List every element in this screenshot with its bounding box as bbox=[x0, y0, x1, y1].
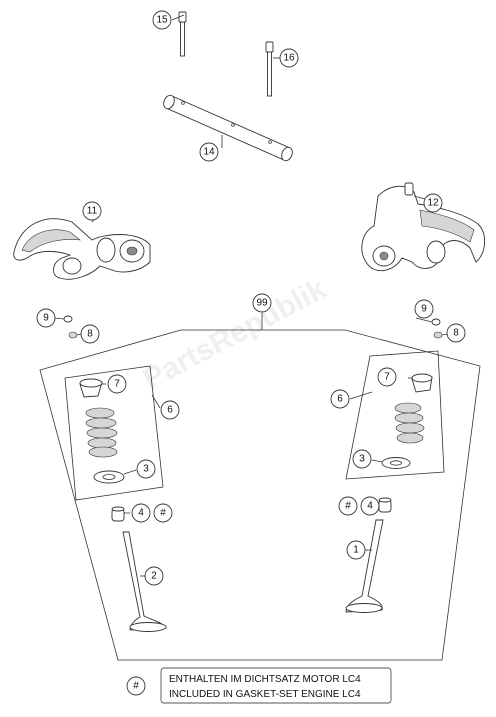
callout-12: 12 bbox=[423, 193, 443, 213]
callout-16: 16 bbox=[279, 48, 299, 68]
valve-group-right-box bbox=[345, 350, 445, 480]
callout-hash-left: # bbox=[153, 503, 173, 523]
svg-text:11: 11 bbox=[87, 206, 98, 217]
callout-hash-right: # bbox=[338, 496, 358, 516]
spring-seat-3-right[interactable] bbox=[371, 457, 411, 469]
valve-1[interactable] bbox=[345, 519, 384, 613]
svg-text:16: 16 bbox=[283, 53, 295, 64]
callout-3-right: 3 bbox=[352, 449, 372, 469]
valve-spring-right[interactable] bbox=[394, 402, 425, 444]
legend: # ENTHALTEN IM DICHTSATZ MOTOR LC4 INCLU… bbox=[126, 667, 392, 704]
valve-group-left-box bbox=[64, 365, 164, 501]
legend-line-1: ENTHALTEN IM DICHTSATZ MOTOR LC4 bbox=[169, 674, 361, 685]
part-8-right[interactable] bbox=[433, 331, 449, 339]
callout-2: 2 bbox=[144, 566, 164, 586]
svg-text:7: 7 bbox=[114, 379, 120, 390]
svg-text:1: 1 bbox=[353, 545, 359, 556]
gasket-set-outline-99 bbox=[39, 313, 481, 661]
callout-14: 14 bbox=[199, 142, 219, 162]
callout-6-left: 6 bbox=[160, 400, 180, 420]
rocker-arm-11[interactable] bbox=[13, 213, 151, 280]
valve-retainer-7-left[interactable] bbox=[79, 378, 106, 398]
svg-text:6: 6 bbox=[167, 405, 173, 416]
rocker-arm-12[interactable] bbox=[361, 182, 485, 272]
callout-4-right: 4 bbox=[360, 496, 380, 516]
svg-text:14: 14 bbox=[203, 147, 215, 158]
svg-text:15: 15 bbox=[156, 15, 168, 26]
callout-1: 1 bbox=[346, 540, 366, 560]
valve-seal-4-left[interactable] bbox=[111, 506, 130, 522]
svg-text:3: 3 bbox=[143, 464, 149, 475]
svg-text:6: 6 bbox=[337, 394, 343, 405]
valve-2[interactable] bbox=[122, 531, 167, 632]
callout-9-left: 9 bbox=[36, 308, 56, 328]
valve-spring-left[interactable] bbox=[85, 407, 118, 458]
callout-9-right: 9 bbox=[414, 299, 434, 319]
bolt-16[interactable] bbox=[265, 41, 280, 97]
part-9-right[interactable] bbox=[415, 317, 441, 326]
callout-7-left: 7 bbox=[107, 374, 127, 394]
svg-text:7: 7 bbox=[384, 372, 390, 383]
svg-text:8: 8 bbox=[87, 329, 93, 340]
svg-text:2: 2 bbox=[151, 571, 157, 582]
part-9-left[interactable] bbox=[53, 315, 73, 323]
rocker-shaft-14[interactable] bbox=[162, 94, 295, 163]
svg-text:9: 9 bbox=[43, 313, 49, 324]
callout-15: 15 bbox=[152, 10, 172, 30]
callout-8-right: 8 bbox=[446, 323, 466, 343]
svg-text:12: 12 bbox=[427, 198, 439, 209]
part-8-left[interactable] bbox=[68, 331, 83, 339]
svg-text:99: 99 bbox=[256, 298, 268, 309]
legend-symbol: # bbox=[133, 681, 139, 692]
legend-symbol-circle bbox=[126, 676, 146, 696]
callout-3-left: 3 bbox=[136, 459, 156, 479]
valve-retainer-7-right[interactable] bbox=[408, 373, 433, 393]
svg-text:9: 9 bbox=[421, 304, 427, 315]
callout-8-left: 8 bbox=[80, 324, 100, 344]
bolt-15[interactable] bbox=[171, 11, 187, 57]
svg-text:#: # bbox=[160, 508, 166, 519]
callout-99: 99 bbox=[252, 293, 272, 313]
svg-text:4: 4 bbox=[138, 508, 144, 519]
legend-line-2: INCLUDED IN GASKET-SET ENGINE LC4 bbox=[169, 689, 361, 700]
svg-text:3: 3 bbox=[359, 454, 365, 465]
callout-11: 11 bbox=[82, 201, 102, 221]
spring-seat-3-left[interactable] bbox=[93, 469, 137, 484]
svg-text:#: # bbox=[345, 501, 351, 512]
callout-6-right: 6 bbox=[330, 389, 350, 409]
svg-text:8: 8 bbox=[453, 328, 459, 339]
callout-4-left: 4 bbox=[131, 503, 151, 523]
svg-text:4: 4 bbox=[367, 501, 373, 512]
callout-7-right: 7 bbox=[377, 367, 397, 387]
